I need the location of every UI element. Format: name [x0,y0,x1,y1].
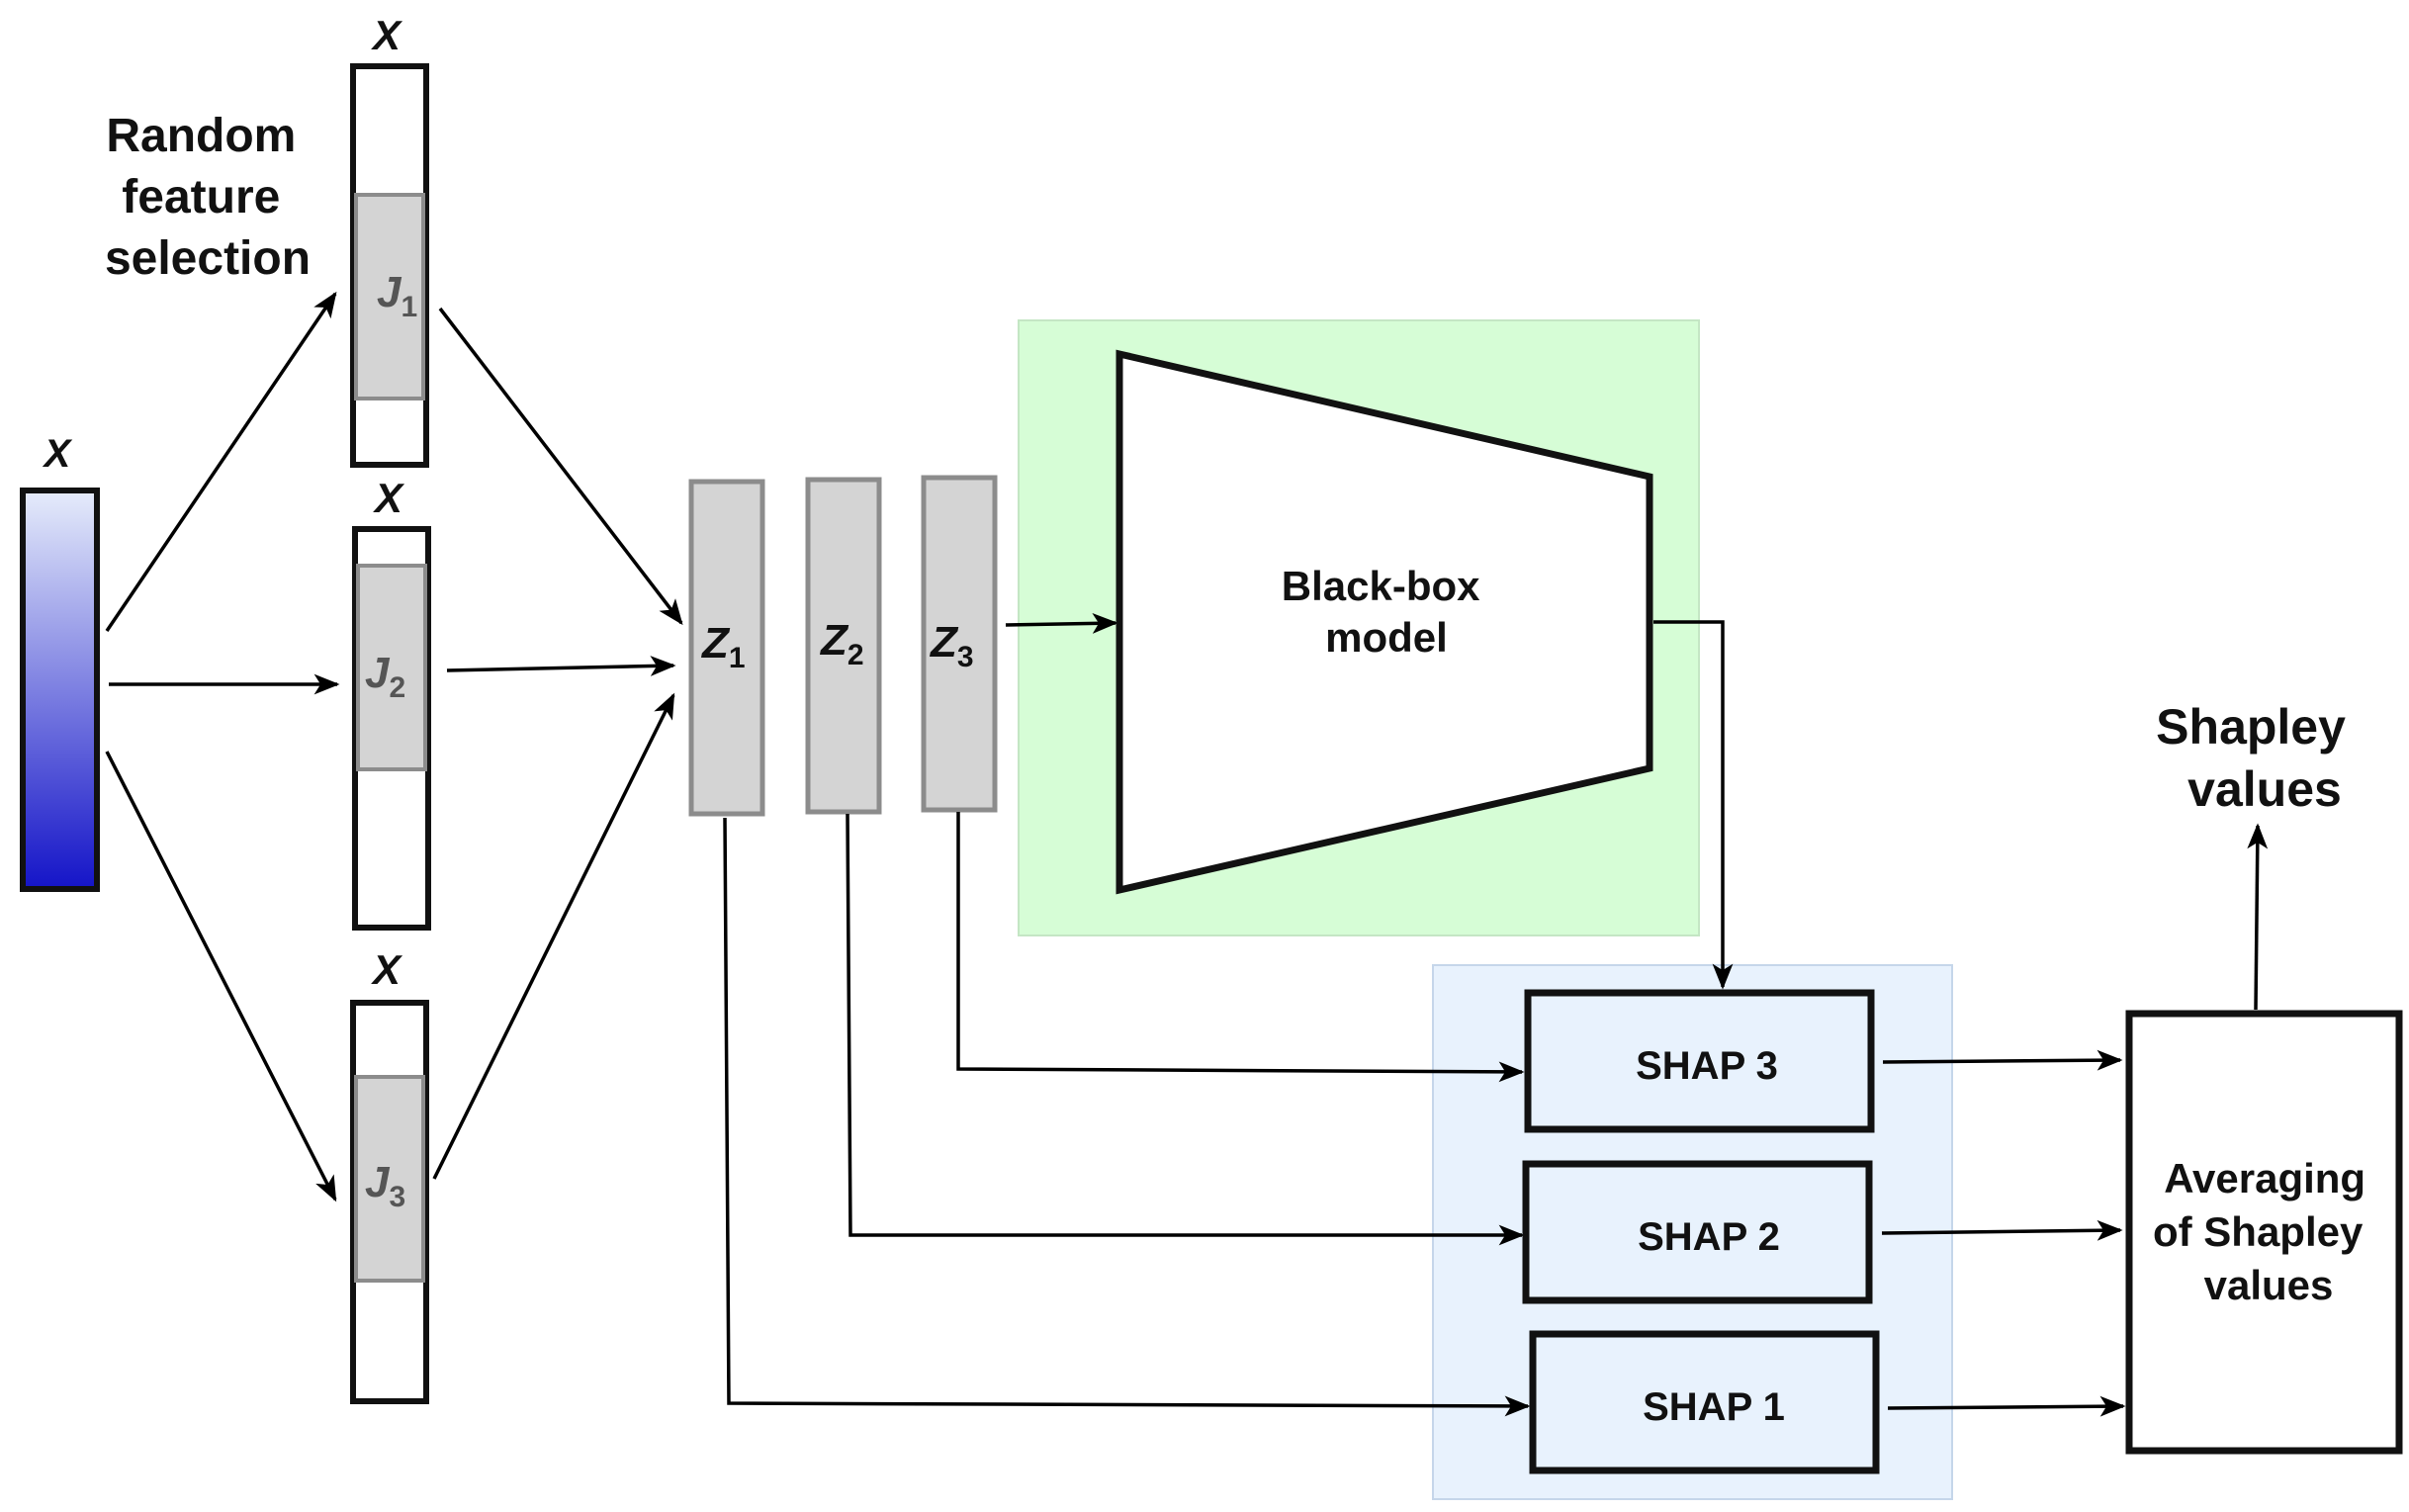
arrow-z2-to-shap2 [846,813,1525,1246]
subset-j3 [354,1075,425,1283]
arrow-j3-to-z1 [432,692,675,1180]
arrow-shap2-to-averaging [1881,1219,2123,1241]
arrow-model-to-shap3 [1653,620,1734,990]
output-label: Shapley values [2156,699,2360,817]
averaging-box [2125,1010,2403,1455]
feature-vector-2-label: X [373,475,405,521]
shap-box-2 [1522,1160,1873,1304]
black-box-model-label: Black-box model [1282,563,1491,661]
averaging-box-label: Averaging of Shapley values [2153,1155,2377,1308]
feature-vector-3-label: X [371,946,403,993]
subset-z1-label: Z1 [700,619,746,674]
selection-title: Random feature selection [105,110,311,285]
shap-box-2-label: SHAP 2 [1638,1215,1780,1259]
input-vector [20,488,100,892]
arrow-x-to-vector-3 [105,751,337,1202]
subset-z1 [688,479,765,817]
subset-j1 [354,193,425,400]
arrow-j2-to-z1 [446,656,676,676]
arrow-shap3-to-averaging [1882,1049,2123,1071]
subset-j2-label: J2 [365,649,405,704]
arrow-z3-to-shap3 [956,812,1525,1083]
shap-box-1 [1529,1330,1880,1474]
subset-z3-label: Z3 [929,618,974,673]
subset-j2 [356,564,427,771]
subset-j1-label: J1 [377,268,417,323]
arrow-z1-to-shap1 [723,817,1531,1417]
arrow-averaging-to-output [2247,823,2269,1011]
arrow-j1-to-z1 [438,307,683,626]
shap-box-3-label: SHAP 3 [1636,1044,1778,1088]
subset-z3 [921,475,998,813]
shap-box-1-label: SHAP 1 [1643,1385,1785,1429]
input-label: X [43,432,73,476]
subset-z2-label: Z2 [819,616,864,671]
black-box-model [1115,349,1653,895]
shap-box-3 [1524,989,1875,1133]
subset-z2 [805,477,882,815]
feature-vector-1-label: X [371,12,403,58]
arrow-x-to-vector-1 [105,291,337,632]
subset-j3-label: J3 [365,1158,405,1213]
arrow-z3-to-model [1005,613,1118,634]
arrow-shap1-to-averaging [1887,1395,2126,1417]
